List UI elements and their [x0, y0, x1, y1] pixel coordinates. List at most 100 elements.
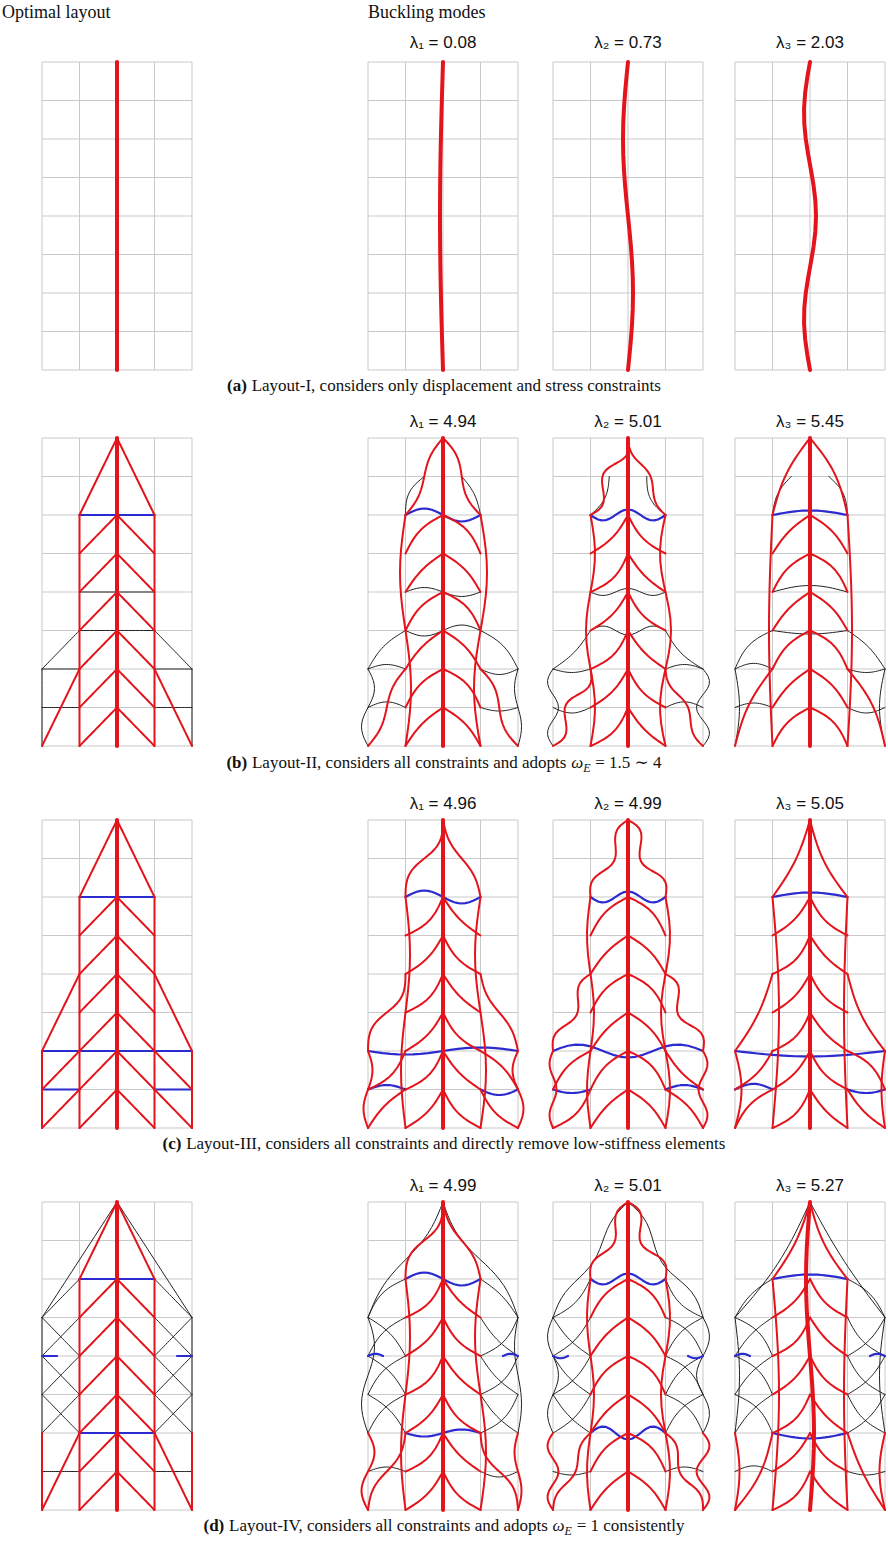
truss-member [666, 1090, 704, 1129]
truss-member [628, 515, 666, 554]
truss-member [481, 631, 519, 670]
truss-member [626, 820, 630, 1128]
truss-member [155, 631, 193, 670]
truss-member [481, 669, 519, 746]
truss-member [553, 1051, 591, 1090]
truss-member [628, 1433, 666, 1472]
eigenvalue-label: λ₂ = 5.01 [594, 1176, 662, 1196]
truss-member [666, 669, 704, 746]
truss-member [591, 1472, 629, 1511]
truss-member [590, 1202, 628, 1279]
truss-member [155, 1318, 193, 1357]
truss-member [773, 708, 811, 747]
eigenvalue-label: λ₁ = 0.08 [410, 33, 477, 53]
truss-member [553, 669, 591, 746]
truss-member [443, 669, 481, 708]
truss-member [666, 1395, 704, 1434]
truss-member [628, 669, 666, 708]
truss-member [42, 1395, 80, 1434]
truss-member [735, 1395, 773, 1434]
truss-member [591, 1013, 629, 1052]
truss-member [628, 1051, 666, 1090]
truss-member [481, 1433, 519, 1510]
truss-member [443, 515, 481, 554]
truss-member [443, 897, 481, 936]
truss-member [80, 936, 118, 975]
truss-member [368, 1279, 406, 1318]
truss-member [42, 669, 80, 670]
truss-member [443, 438, 481, 515]
truss-member [735, 1202, 810, 1318]
truss-member [848, 1051, 886, 1090]
eigenvalue-label: λ₃ = 5.45 [776, 412, 844, 432]
truss-member [810, 515, 848, 554]
truss-member [155, 669, 193, 670]
truss-member [406, 631, 444, 670]
truss-member [155, 669, 193, 746]
truss-member [735, 1356, 773, 1395]
truss-member [481, 1395, 519, 1434]
grid-line [443, 438, 444, 746]
truss-member [591, 974, 629, 1013]
truss-member [443, 820, 481, 897]
truss-member [443, 1356, 481, 1395]
truss-member [155, 1356, 193, 1395]
truss-member [591, 631, 629, 670]
truss-member [368, 1433, 406, 1510]
truss-member [441, 820, 445, 1128]
truss-member [481, 1356, 519, 1395]
grid-line [443, 1202, 444, 1510]
truss-member [42, 1090, 80, 1129]
truss-member [443, 631, 481, 670]
truss-member [553, 1433, 591, 1510]
truss-member [591, 554, 629, 593]
truss-member [628, 1013, 666, 1052]
truss-member [406, 936, 444, 975]
truss-member [628, 974, 666, 1013]
grid-line [553, 254, 703, 255]
truss-member [553, 1090, 591, 1094]
truss-member [80, 438, 118, 515]
truss-member [155, 1088, 193, 1090]
grid-line [735, 254, 885, 255]
truss-member [848, 1318, 886, 1357]
truss-member [628, 1202, 703, 1318]
truss-member [810, 1318, 848, 1357]
subfigure-letter: (b) [226, 753, 247, 772]
truss-member [368, 665, 406, 670]
truss-member [848, 974, 886, 1051]
truss-member [80, 1356, 118, 1395]
truss-member [80, 631, 118, 670]
truss-member [773, 974, 811, 1013]
truss-member [591, 897, 629, 936]
truss-member [481, 1090, 519, 1129]
math-subscript: E [565, 1524, 572, 1538]
truss-member [591, 515, 629, 554]
grid-line [117, 820, 118, 1128]
truss-member [443, 708, 481, 747]
truss-member [441, 438, 445, 746]
truss-member [368, 1354, 383, 1356]
truss-member [735, 1318, 740, 1434]
truss-member [406, 1051, 444, 1090]
truss-member [117, 515, 155, 554]
truss-member [553, 1318, 591, 1357]
truss-member [368, 1395, 406, 1434]
truss-member [155, 1433, 193, 1510]
truss-member [440, 62, 443, 370]
truss-member [810, 592, 848, 631]
truss-member [848, 1433, 886, 1510]
subfigure-caption: (a)Layout-I, considers only displacement… [0, 376, 888, 396]
truss-member [735, 1354, 750, 1356]
truss-member [80, 1202, 118, 1279]
truss-member [117, 708, 155, 747]
truss-member [626, 1202, 630, 1510]
eigenvalue-label: λ₃ = 5.27 [776, 1176, 844, 1196]
truss-member [810, 1279, 848, 1318]
grid-line [368, 216, 518, 217]
truss-member [117, 1013, 155, 1052]
truss-member [42, 1356, 80, 1395]
truss-member [42, 669, 80, 746]
truss-member [368, 1090, 406, 1129]
truss-member [406, 820, 444, 897]
